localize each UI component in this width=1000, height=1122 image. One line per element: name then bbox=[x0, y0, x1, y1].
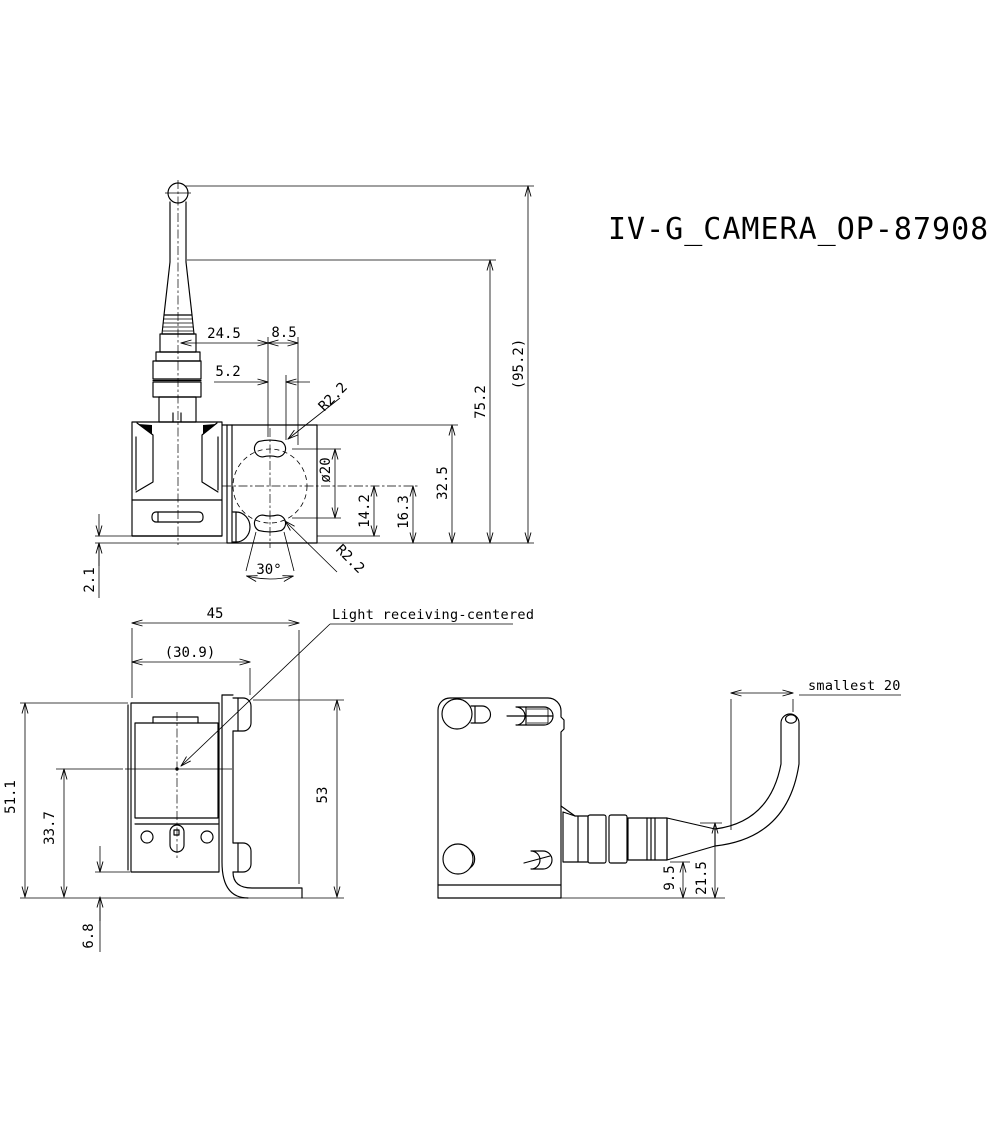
dim-6-8: 6.8 bbox=[81, 923, 97, 948]
dim-45: 45 bbox=[207, 606, 224, 622]
bracket-front-inner bbox=[232, 871, 303, 899]
mounting-slot-top bbox=[515, 706, 554, 726]
dim-32-5: 32.5 bbox=[435, 466, 451, 500]
dim-radius-lower: R2.2 bbox=[332, 542, 367, 577]
thumbscrew-top bbox=[441, 698, 473, 730]
body-slot-top-view bbox=[151, 511, 204, 523]
connector-boot-taper bbox=[163, 261, 193, 316]
dim-5-2: 5.2 bbox=[215, 364, 240, 380]
indicator-led-left bbox=[140, 830, 154, 844]
dim-9-5: 9.5 bbox=[662, 865, 678, 890]
front-view: Light receiving-centered 45 (30.9) 51.1 … bbox=[3, 606, 534, 952]
knurled-ring-2 bbox=[152, 381, 202, 398]
knurled-ring-1 bbox=[152, 360, 202, 380]
jaw-chamfer-left bbox=[138, 424, 152, 434]
dim-min-bend-radius: smallest 20 bbox=[808, 678, 901, 694]
dim-30-9: (30.9) bbox=[165, 645, 216, 661]
dim-dia-20: ø20 bbox=[318, 457, 334, 482]
camera-screen bbox=[134, 722, 219, 819]
dim-16-3: 16.3 bbox=[396, 495, 412, 529]
arc-slot-lower bbox=[253, 514, 287, 533]
light-receiving-center-point bbox=[175, 767, 179, 771]
bracket-tab-top-view bbox=[232, 511, 251, 543]
arc-slot-upper bbox=[253, 439, 287, 458]
dim-24-5: 24.5 bbox=[207, 326, 241, 342]
cable-cut-end bbox=[784, 714, 798, 724]
connector-neck bbox=[158, 396, 197, 423]
indicator-led-right bbox=[200, 830, 214, 844]
bracket-front-outer bbox=[221, 694, 249, 899]
dim-14-2: 14.2 bbox=[357, 494, 373, 528]
dim-21-5: 21.5 bbox=[694, 861, 710, 895]
drawing-title: IV-G_CAMERA_OP-87908 bbox=[608, 212, 989, 247]
dim-2-1: 2.1 bbox=[82, 567, 98, 592]
dim-95-2: (95.2) bbox=[511, 339, 527, 390]
bracket-clip-top bbox=[232, 697, 252, 732]
jaw-chamfer-right bbox=[203, 424, 216, 434]
bracket-side-outline bbox=[437, 697, 565, 886]
cable-inner-bend bbox=[714, 722, 782, 830]
knurled-ring-side-2 bbox=[608, 814, 628, 864]
dim-75-2: 75.2 bbox=[473, 385, 489, 419]
annotation-light-receiving: Light receiving-centered bbox=[332, 607, 534, 623]
mounting-slot-bottom bbox=[530, 850, 553, 870]
dim-8-5: 8.5 bbox=[271, 325, 296, 341]
dim-33-7: 33.7 bbox=[42, 811, 58, 845]
side-view: 9.5 21.5 smallest 20 bbox=[437, 678, 901, 899]
bracket-clip-bottom bbox=[232, 842, 252, 873]
top-view: 24.5 8.5 5.2 R2.2 R2.2 ø20 14.2 16.3 32.… bbox=[82, 180, 534, 598]
dim-radius-upper: R2.2 bbox=[316, 380, 351, 415]
connector-base-side bbox=[562, 811, 589, 863]
dim-51-1: 51.1 bbox=[3, 780, 19, 814]
cable-outer-bend bbox=[714, 722, 800, 847]
thumbscrew-bottom bbox=[442, 843, 474, 875]
cable-boot bbox=[666, 817, 716, 861]
camera-body-top-outline bbox=[131, 421, 223, 537]
camera-body-front-outline bbox=[130, 702, 220, 873]
dim-angle-30: 30° bbox=[256, 562, 281, 578]
dim-53: 53 bbox=[315, 787, 331, 804]
knurled-ring-side-1 bbox=[587, 814, 607, 864]
